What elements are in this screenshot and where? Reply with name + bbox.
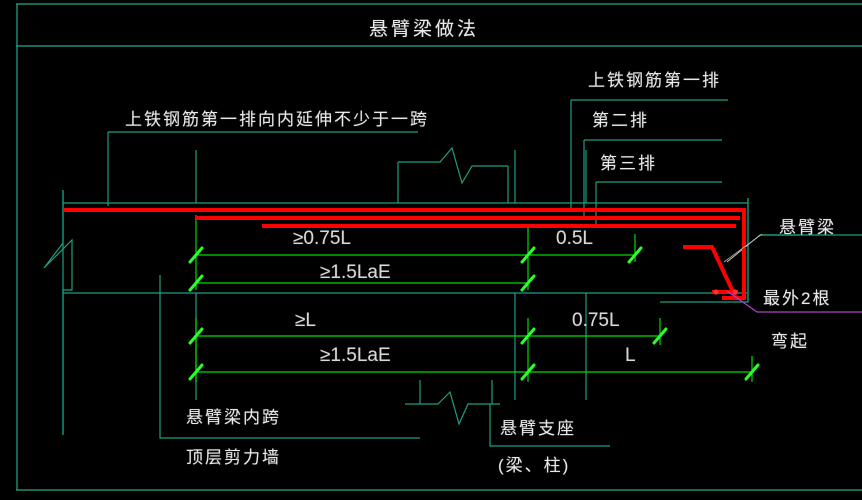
rebar-layer [63,208,746,300]
rebar-row-1 [63,208,746,300]
dim-tick [744,363,760,381]
magenta-leader-layer [726,290,862,313]
bar-dot [713,289,719,295]
annotation-bottom-left-line2: 顶层剪力墙 [186,448,281,467]
dim-tick [520,274,536,292]
dimension-label-L-lower: L [625,345,636,366]
dim-tick [520,327,536,345]
dim-tick [188,363,204,381]
dim-tick [627,246,643,264]
annotation-top-left-note: 上铁钢筋第一排向内延伸不少于一跨 [125,110,429,129]
dim-tick [520,363,536,381]
bar-dot [732,289,738,295]
annotation-rebar-row-3: 第三排 [600,154,657,173]
dimension-label-L-upper: ≥L [295,310,316,331]
pointer-line-cantilever-beam [723,233,763,263]
dimension-label-05L: 0.5L [556,228,593,249]
annotation-outermost-bars-count: 最外2根 [763,289,832,308]
dim-tick [188,327,204,345]
drawing-frame [16,3,862,491]
page-title: 悬臂梁做法 [369,19,480,40]
annotation-bottom-mid-line1: 悬臂支座 [500,419,576,438]
upper-break-symbol [398,146,508,185]
annotation-outermost-bars-action: 弯起 [771,332,809,351]
dim-tick [188,274,204,292]
annotation-rebar-row-2: 第二排 [592,111,649,130]
leader-bottom-left [159,275,420,439]
dimension-label-15LaE-lower: ≥1.5LaE [320,345,391,366]
dimension-label-075L-lower: 0.75L [572,310,620,331]
annotation-bottom-left-line1: 悬臂梁内跨 [186,408,281,427]
dimension-ticks [188,246,760,381]
annotation-bottom-mid-line2: (梁、柱) [498,456,571,475]
annotation-rebar-row-1: 上铁钢筋第一排 [588,71,721,90]
annotation-cantilever-beam: 悬臂梁 [779,218,836,237]
cantilever-beam-outline [671,198,749,303]
construction-geometry [43,99,862,447]
dimension-label-15LaE-upper: ≥1.5LaE [320,262,391,283]
dimension-layer [195,215,753,382]
lower-break-symbol [405,390,500,426]
leader-bottom-mid [489,404,610,447]
dim-tick [188,246,204,264]
dim-tick [652,327,668,345]
rebar-bent-up-bars [683,245,737,297]
bent-bar-section-dots [713,289,738,295]
wall-break-symbol [43,196,73,435]
leader-outermost-point [726,290,758,313]
dim-tick [520,246,536,264]
dimension-label-075L: ≥0.75L [293,228,351,249]
